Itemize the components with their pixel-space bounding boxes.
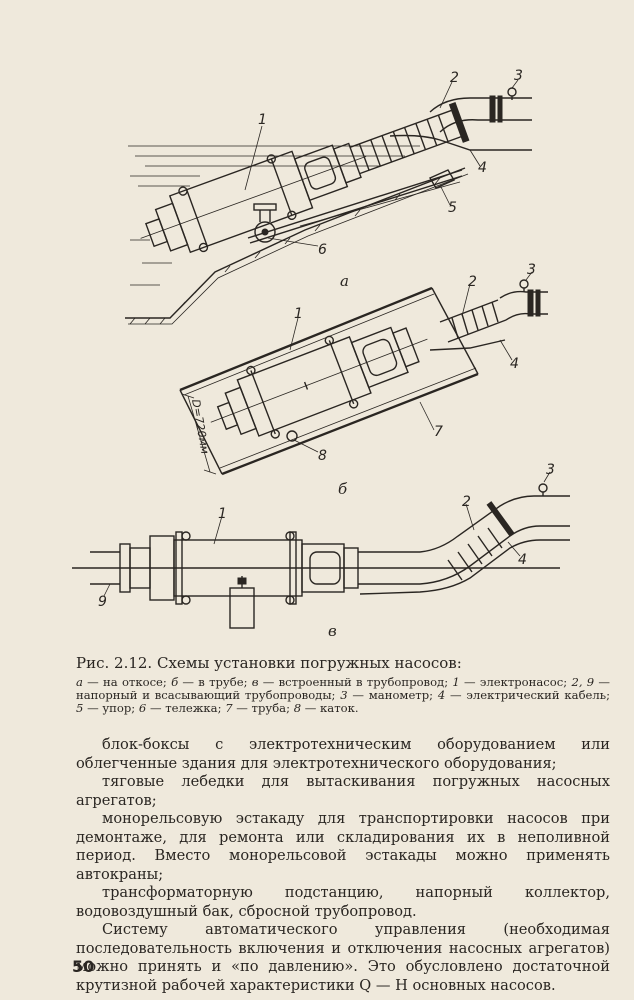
- legend-key: 7: [225, 701, 233, 715]
- callout-b-7: 7: [434, 424, 443, 440]
- trolley: [253, 203, 277, 243]
- suction-pipe: [72, 535, 560, 601]
- callout-c-9: 9: [98, 594, 107, 610]
- paragraph: тяговые лебедки для вытаскивания погружн…: [76, 773, 610, 809]
- paragraph: монорельсовую эстакаду для транспортиров…: [76, 810, 610, 883]
- figure-caption-legend: а — на откосе; б — в трубе; в — встроенн…: [76, 676, 610, 715]
- cable-c: [359, 539, 570, 595]
- callout-a-3: 3: [514, 68, 523, 84]
- pump-support: [229, 576, 255, 629]
- legend-text: — манометр;: [347, 688, 438, 702]
- legend-key: 5: [76, 701, 84, 715]
- callout-b-1: 1: [294, 306, 303, 322]
- paragraph: трансформаторную подстанцию, напорный ко…: [76, 884, 610, 920]
- callout-a-5: 5: [448, 200, 457, 216]
- dimension-label: D=720мм: [189, 398, 211, 455]
- legend-text: — напорный и всасывающий трубопроводы;: [76, 675, 610, 702]
- callout-c-1: 1: [218, 506, 227, 522]
- leaders-a: [244, 79, 519, 247]
- legend-key: 2, 9: [571, 675, 595, 689]
- paragraph: Систему автоматического управления (необ…: [76, 921, 610, 994]
- legend-text: — электрический кабель;: [445, 688, 610, 702]
- legend-key: 4: [437, 688, 446, 702]
- legend-text: — встроенный в трубопровод;: [258, 675, 453, 689]
- roller: [286, 430, 298, 442]
- legend-text: — труба;: [232, 701, 294, 715]
- cable-b: [429, 339, 506, 351]
- legend-text: — электронасос;: [459, 675, 572, 689]
- legend-text: — упор;: [83, 701, 139, 715]
- scheme-c-in-pipeline: 1 2 3 4 9 в: [72, 462, 570, 640]
- callout-b-2: 2: [468, 274, 477, 290]
- pressure-pipe-a: [429, 87, 532, 133]
- leaders-b: [289, 271, 533, 453]
- dimension-d: D=720мм: [181, 393, 217, 475]
- callout-c-4: 4: [518, 552, 527, 568]
- scheme-b-in-pipe: D=720мм 1 2 3 4 7 8 б: [179, 262, 548, 498]
- view-label-b: б: [338, 480, 348, 498]
- legend-text: — на откосе;: [82, 675, 172, 689]
- callout-a-4: 4: [478, 160, 487, 176]
- pressure-pipe-b: [439, 279, 548, 343]
- callout-b-4: 4: [510, 356, 519, 372]
- view-label-a: а: [340, 272, 349, 290]
- legend-key: б: [171, 675, 179, 689]
- callout-c-3: 3: [546, 462, 555, 478]
- paragraph: блок-боксы с электротехническим оборудов…: [76, 736, 610, 772]
- pump-body-b: [210, 326, 428, 439]
- body-text: блок-боксы с электротехническим оборудов…: [76, 736, 610, 995]
- stop: [428, 169, 456, 189]
- water-surface: [128, 145, 420, 286]
- scheme-a-on-slope: 1 2 3 4 5 6 а: [125, 68, 532, 325]
- leaders-c: [103, 471, 551, 597]
- cable-a: [389, 134, 532, 151]
- figure-pump-installation-schemes: 1 2 3 4 5 6 а: [72, 68, 570, 640]
- casing-pipe: [179, 286, 479, 476]
- pressure-pipe-c: [419, 483, 570, 585]
- legend-text: — тележка;: [146, 701, 226, 715]
- callout-a-6: 6: [318, 242, 327, 258]
- callout-a-2: 2: [450, 70, 459, 86]
- legend-key: 3: [340, 688, 348, 702]
- legend-key: 8: [293, 701, 302, 715]
- legend-key: 6: [138, 701, 147, 715]
- pump-body-c: [173, 531, 420, 605]
- legend-text: — каток.: [301, 701, 359, 715]
- callout-a-1: 1: [258, 112, 267, 128]
- callout-b-3: 3: [527, 262, 536, 278]
- legend-key: в: [251, 675, 259, 689]
- view-label-c: в: [328, 622, 337, 640]
- callout-c-2: 2: [462, 494, 471, 510]
- guide-rail: [247, 169, 463, 244]
- callout-b-8: 8: [318, 448, 327, 464]
- legend-key: 1: [452, 675, 460, 689]
- figure-caption-title: Рис. 2.12. Схемы установки погружных нас…: [76, 654, 462, 672]
- page-number: 50: [72, 957, 95, 976]
- legend-key: а: [76, 675, 83, 689]
- slope-ground: [125, 167, 469, 325]
- legend-text: — в трубе;: [178, 675, 252, 689]
- pump-body-a: [140, 102, 470, 254]
